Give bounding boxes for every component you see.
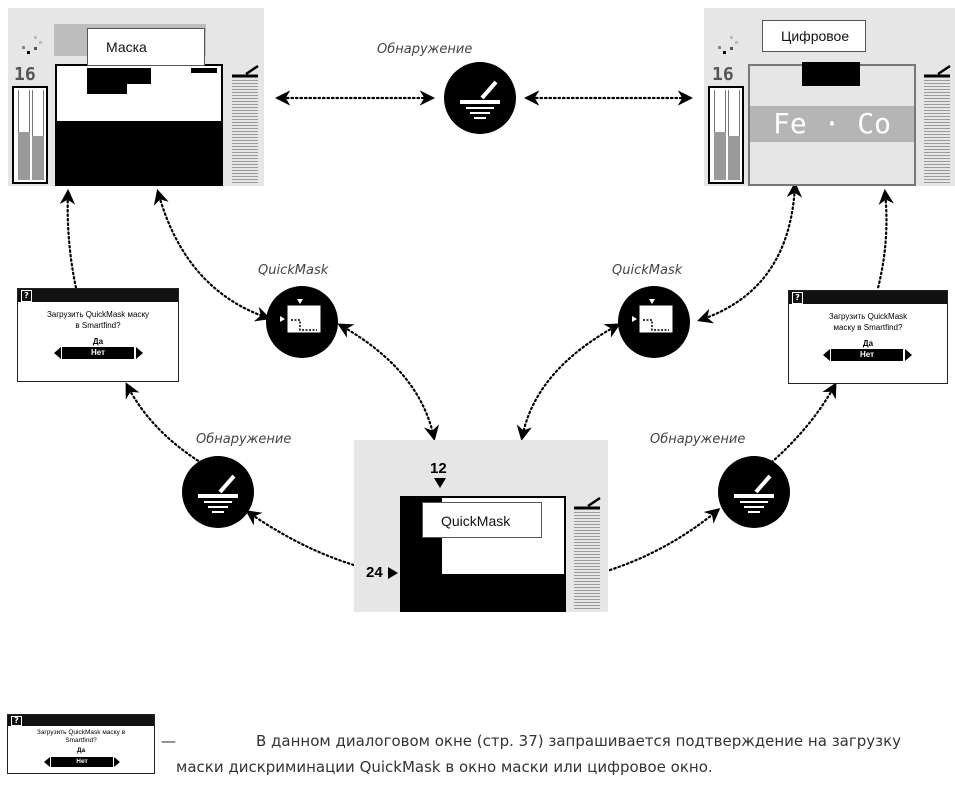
depth-readout: 16 bbox=[712, 64, 734, 85]
quickmask-label: QuickMask bbox=[422, 502, 542, 538]
dialog-option-no[interactable]: Нет bbox=[831, 349, 903, 361]
dialog-message: Загрузить QuickMask маску в Smartfind? bbox=[46, 310, 150, 330]
dialog-option-yes: Да bbox=[76, 747, 86, 754]
dialog-option-no[interactable]: Нет bbox=[62, 347, 134, 359]
left-marker-value: 24 bbox=[366, 564, 383, 581]
arrow-right-icon bbox=[114, 757, 120, 767]
caption-quickmask-left: QuickMask bbox=[258, 263, 329, 278]
quickmask-button-right[interactable] bbox=[618, 286, 690, 358]
dialog-message: Загрузить QuickMask маску в Smartfind? bbox=[36, 729, 126, 744]
arrow-center-detect bbox=[608, 508, 721, 572]
top-marker-arrow-icon bbox=[434, 478, 446, 488]
arrow-digital-quickmask bbox=[697, 181, 803, 324]
arrow-mask-quickmask bbox=[153, 189, 271, 322]
arrow-left-icon bbox=[44, 757, 50, 767]
help-icon: ? bbox=[11, 716, 22, 726]
caption-detect-top: Обнаружение bbox=[377, 42, 473, 57]
mask-label: Маска bbox=[87, 28, 205, 66]
mask-screen: 16 Маска bbox=[8, 8, 264, 186]
coil-mini-icon bbox=[924, 64, 951, 78]
help-icon: ? bbox=[792, 292, 803, 304]
caption-detect-left: Обнаружение bbox=[196, 432, 292, 447]
coil-icon bbox=[460, 80, 500, 119]
dialog-right: ? Загрузить QuickMask маску в Smartfind?… bbox=[788, 290, 948, 384]
top-marker-value: 12 bbox=[430, 460, 447, 477]
dialog-option-yes[interactable]: Да bbox=[92, 337, 104, 346]
arrow-left-icon[interactable] bbox=[823, 349, 830, 361]
digital-display: Fe · Co bbox=[748, 62, 916, 186]
arrow-left-icon[interactable] bbox=[54, 347, 61, 359]
description-text: В данном диалоговом окне (стр. 37) запра… bbox=[176, 732, 902, 776]
dialog-option-yes[interactable]: Да bbox=[862, 339, 874, 348]
quickmask-icon bbox=[632, 299, 673, 333]
arrow-mask-leftdialog bbox=[59, 188, 78, 290]
mask-display bbox=[55, 64, 223, 186]
detect-button-top[interactable] bbox=[444, 62, 516, 134]
sensitivity-scale bbox=[924, 80, 950, 184]
dialog-option-no: Нет bbox=[51, 757, 113, 767]
coil-icon bbox=[734, 474, 774, 513]
quickmask-screen: 12 24 QuickMask bbox=[354, 440, 608, 612]
dialog-left: ? Загрузить QuickMask маску в Smartfind?… bbox=[17, 288, 179, 382]
left-marker-arrow-icon bbox=[388, 567, 398, 579]
sensitivity-scale bbox=[574, 512, 600, 610]
help-icon: ? bbox=[21, 290, 32, 302]
dialog-message: Загрузить QuickMask маску в Smartfind? bbox=[828, 312, 908, 332]
quickmask-button-left[interactable] bbox=[266, 286, 338, 358]
level-bar-right bbox=[32, 90, 44, 180]
arrow-quickmask-center-right bbox=[516, 323, 621, 442]
fe-co-bar bbox=[750, 106, 914, 142]
caption-quickmask-right: QuickMask bbox=[612, 263, 683, 278]
description-dash: — bbox=[161, 732, 176, 750]
signal-dots-icon bbox=[22, 36, 42, 54]
level-meter bbox=[708, 86, 744, 184]
caption-detect-right: Обнаружение bbox=[650, 432, 746, 447]
coil-mini-icon bbox=[232, 64, 259, 78]
coil-mini-icon bbox=[574, 496, 601, 510]
detect-button-right[interactable] bbox=[718, 456, 790, 528]
arrow-right-icon[interactable] bbox=[905, 349, 912, 361]
quickmask-icon bbox=[280, 299, 321, 333]
level-meter bbox=[12, 86, 48, 184]
arrow-quickmask-center-left bbox=[337, 323, 440, 442]
dialog-legend: ? Загрузить QuickMask маску в Smartfind?… bbox=[7, 714, 155, 774]
coil-icon bbox=[198, 474, 238, 513]
digital-screen: 16 Fe · Co Цифровое bbox=[704, 8, 955, 186]
arrow-right-icon[interactable] bbox=[136, 347, 143, 359]
fe-co-readout: Fe · Co bbox=[772, 107, 891, 140]
digital-label: Цифровое bbox=[762, 20, 866, 52]
arrow-leftdialog-detect bbox=[125, 382, 202, 464]
arrow-digital-rightdialog bbox=[876, 188, 894, 290]
depth-readout: 16 bbox=[14, 64, 36, 85]
signal-dots-icon bbox=[718, 36, 738, 54]
arrow-rightdialog-detect bbox=[763, 382, 837, 470]
detect-button-left[interactable] bbox=[182, 456, 254, 528]
sensitivity-scale bbox=[232, 80, 258, 184]
